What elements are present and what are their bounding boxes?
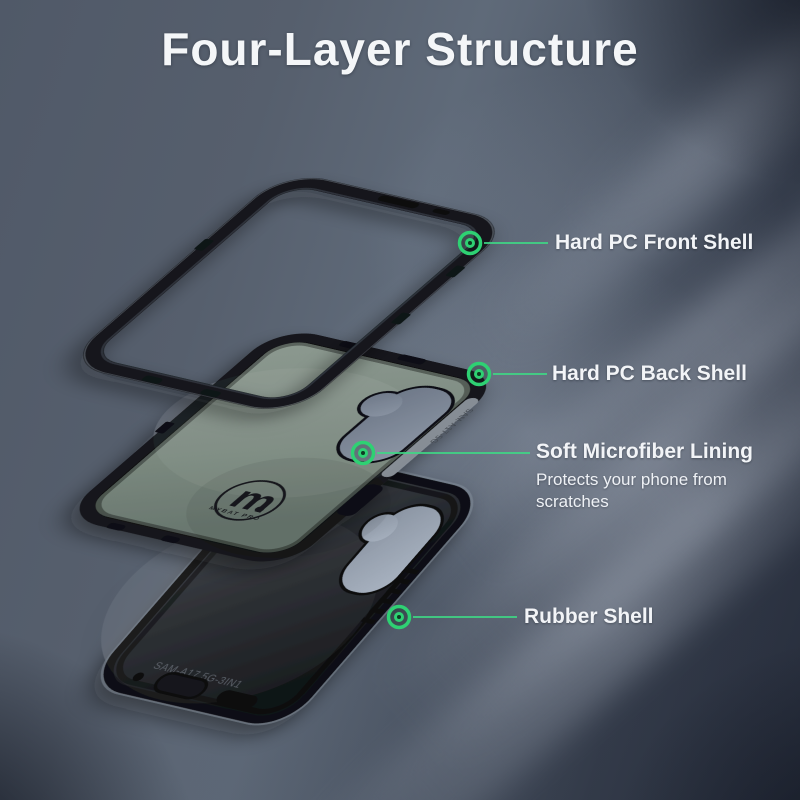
callout-marker-back-shell (466, 361, 492, 387)
callout-marker-rubber-shell (386, 604, 412, 630)
callout-description: Protects your phone from scratches (536, 470, 727, 511)
callout-lining: Soft Microfiber Lining Protects your pho… (536, 438, 753, 513)
callout-rubber-shell: Rubber Shell (524, 603, 654, 631)
callout-graphics (350, 230, 548, 630)
callout-marker-lining (350, 440, 376, 466)
callout-marker-front-shell (457, 230, 483, 256)
back-shell-layer: SAM-A17-5G m MYBAT PRO (79, 333, 487, 562)
grip-ribs (360, 567, 420, 625)
speaker-cutout (153, 672, 209, 700)
charging-port-cutout (216, 690, 258, 710)
lanyard-hole (132, 672, 145, 682)
page-title: Four-Layer Structure (161, 23, 639, 75)
rim-edge-highlight (381, 398, 479, 478)
callout-label: Hard PC Back Shell (552, 362, 747, 385)
callout-label: Rubber Shell (524, 605, 654, 628)
callout-back-shell: Hard PC Back Shell (552, 360, 747, 388)
logo-dot (254, 506, 265, 513)
kickstand-nub (337, 484, 383, 516)
callout-front-shell: Hard PC Front Shell (555, 229, 753, 257)
callout-label: Soft Microfiber Lining (536, 440, 753, 463)
front-shell-layer (83, 177, 495, 410)
earpiece-slot (377, 195, 419, 209)
logo-circle (213, 480, 287, 521)
callout-label: Hard PC Front Shell (555, 231, 754, 254)
